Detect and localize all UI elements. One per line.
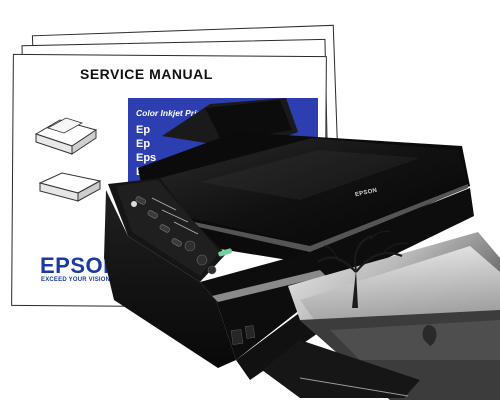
manual-box-header: Color Inkjet Printer [136, 108, 213, 118]
manual-box-row: Eps [136, 152, 157, 164]
manual-box-row: Ep [136, 138, 151, 150]
manual-title: SERVICE MANUAL [80, 66, 213, 82]
manual-tagline: EXCEED YOUR VISION [41, 277, 111, 283]
scanner-thumbnail-icon [38, 172, 102, 202]
manual-box-row: Ep [136, 124, 151, 136]
printer-thumbnail-icon [34, 117, 98, 155]
